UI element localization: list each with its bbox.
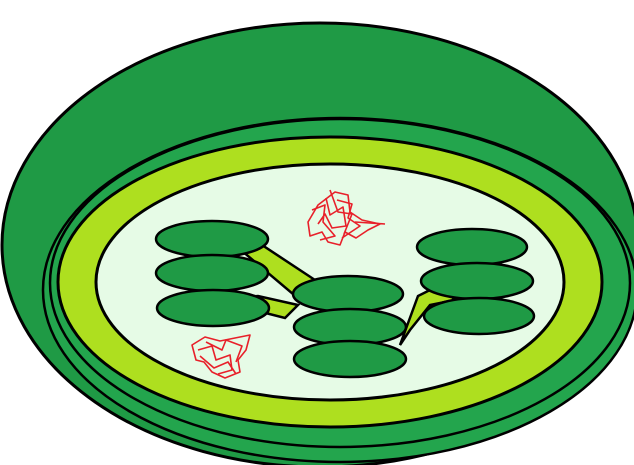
thylakoid	[157, 290, 269, 326]
thylakoid	[417, 229, 527, 265]
granum-center	[293, 276, 406, 377]
thylakoid	[424, 298, 534, 334]
granum-right	[417, 229, 534, 334]
thylakoid	[294, 341, 406, 377]
thylakoid	[294, 309, 406, 345]
thylakoid	[293, 276, 403, 312]
granum-left	[156, 221, 269, 326]
thylakoid	[156, 255, 268, 291]
thylakoid	[421, 263, 533, 299]
thylakoid	[156, 221, 268, 257]
